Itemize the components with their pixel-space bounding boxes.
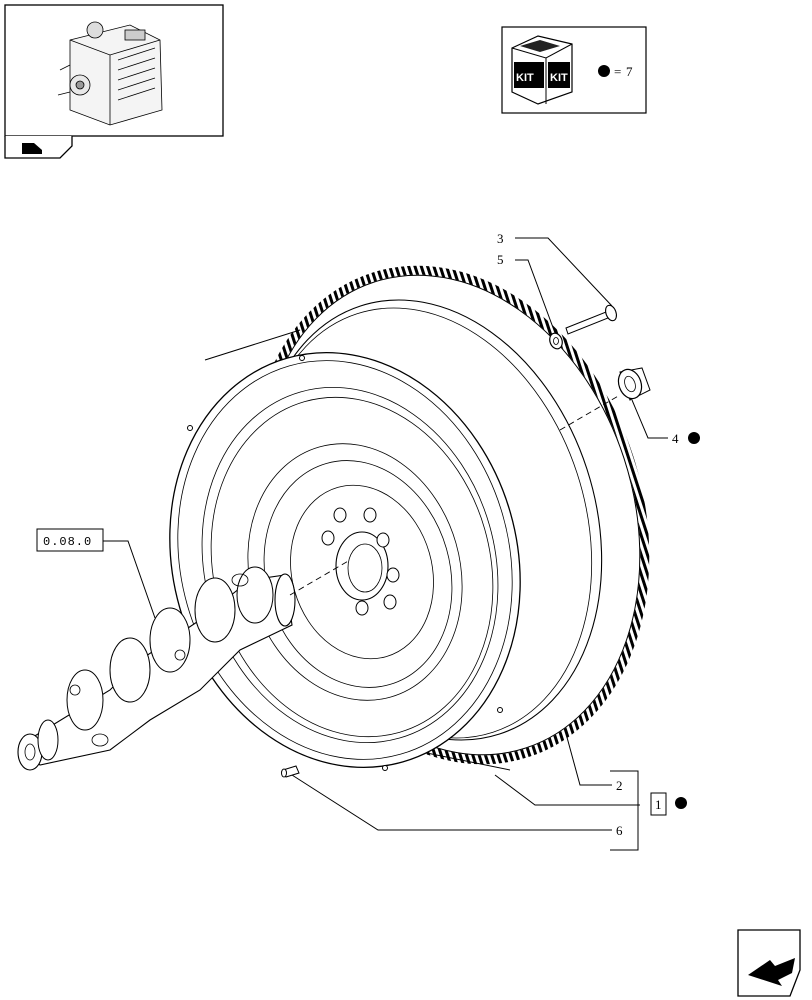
kit-equals: = <box>614 64 621 79</box>
group-1-bracket: 1 <box>494 770 687 851</box>
svg-text:3: 3 <box>497 231 504 246</box>
navigation-tab[interactable] <box>4 136 73 159</box>
callout-4: 4 <box>631 399 700 446</box>
svg-text:4: 4 <box>672 431 679 446</box>
bolt-holes <box>321 507 400 616</box>
kit-label-left: KIT <box>516 72 534 84</box>
flywheel[interactable] <box>122 255 657 809</box>
next-page-button[interactable] <box>737 929 801 997</box>
crankshaft-ref-box[interactable]: 0.08.0 <box>36 528 156 619</box>
crankshaft[interactable] <box>17 566 296 771</box>
kit-cube-icon <box>511 35 573 105</box>
group-ref-label: 1 <box>655 797 662 812</box>
svg-text:6: 6 <box>616 823 623 838</box>
callout-2: 2 <box>564 729 623 793</box>
callout-3: 3 <box>497 231 613 307</box>
engine-thumbnail[interactable] <box>4 4 224 137</box>
dowel-pin[interactable] <box>281 765 300 778</box>
callout-5: 5 <box>497 252 556 334</box>
callout-6: 6 <box>291 774 623 838</box>
bolt[interactable] <box>565 304 618 335</box>
kit-number: 7 <box>626 64 633 79</box>
kit-box: KIT KIT = 7 <box>501 26 647 114</box>
crank-alignment-line <box>289 559 351 596</box>
crankshaft-ref-label: 0.08.0 <box>43 535 92 549</box>
arrow-icon <box>748 958 795 986</box>
bush[interactable] <box>615 366 651 402</box>
group-bullet-icon <box>675 797 687 809</box>
svg-text:5: 5 <box>497 252 504 267</box>
kit-bullet-icon <box>598 65 610 77</box>
callout-4-bullet-icon <box>688 432 700 444</box>
nav-arrow-icon <box>22 143 42 154</box>
bush-alignment-line <box>559 394 621 431</box>
kit-label-right: KIT <box>550 72 568 84</box>
svg-text:2: 2 <box>616 778 623 793</box>
washer[interactable] <box>548 331 565 350</box>
